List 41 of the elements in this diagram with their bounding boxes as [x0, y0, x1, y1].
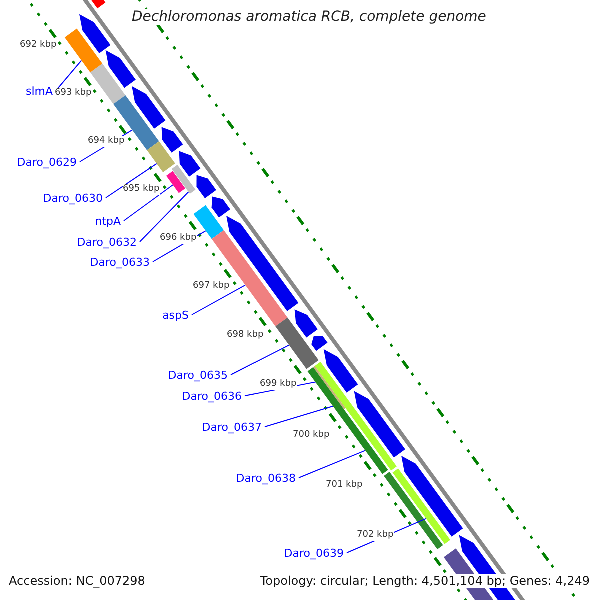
gene-block	[392, 468, 451, 544]
gene-block	[276, 318, 319, 370]
gene-label: Daro_0639	[284, 547, 344, 560]
scale-label: 695 kbp	[123, 184, 160, 195]
leader-line	[192, 284, 246, 316]
scale-label: 699 kbp	[260, 379, 297, 390]
gene-label: Daro_0638	[236, 472, 296, 485]
scale-label: 701 kbp	[326, 480, 363, 491]
gene-label: Daro_0635	[168, 369, 228, 382]
gene-label: slmA	[26, 85, 53, 98]
scale-label: 700 kbp	[293, 430, 330, 441]
gene-label: aspS	[162, 309, 189, 322]
gene-label: Daro_0636	[182, 390, 242, 403]
gene-label: Daro_0630	[43, 192, 103, 205]
footer-text: Topology: circular; Length: 4,501,104 bp; Genes: 4,249	[260, 574, 590, 588]
gene-label: Daro_0629	[17, 156, 77, 169]
gene-block	[64, 28, 103, 73]
gene-label: Daro_0633	[90, 256, 150, 269]
gene-block	[166, 171, 186, 194]
gene-block	[315, 362, 397, 471]
leader-line	[230, 344, 290, 376]
title: Dechloromonas aromatica RCB, complete genome	[130, 9, 488, 25]
scale-label: 698 kbp	[227, 330, 264, 341]
leader-line	[140, 192, 190, 242]
scale-label: 696 kbp	[160, 233, 197, 244]
gene-block	[172, 164, 196, 194]
scale-label: 693 kbp	[55, 88, 92, 99]
scale-label: 694 kbp	[88, 136, 125, 147]
gene-label: Daro_0632	[77, 236, 137, 249]
footer-text: Accession: NC_007298	[9, 574, 146, 588]
leader-line	[106, 163, 158, 198]
gene-label: ntpA	[95, 215, 121, 228]
gene-block	[313, 366, 346, 410]
leader-line	[298, 450, 366, 478]
leader-line	[124, 184, 174, 222]
scale-label: 697 kbp	[193, 281, 230, 292]
scale-label: 702 kbp	[357, 530, 394, 541]
scale-label: 692 kbp	[20, 40, 57, 51]
gene-block	[147, 142, 176, 172]
gene-label: Daro_0637	[202, 421, 262, 434]
gene-block	[212, 230, 288, 327]
